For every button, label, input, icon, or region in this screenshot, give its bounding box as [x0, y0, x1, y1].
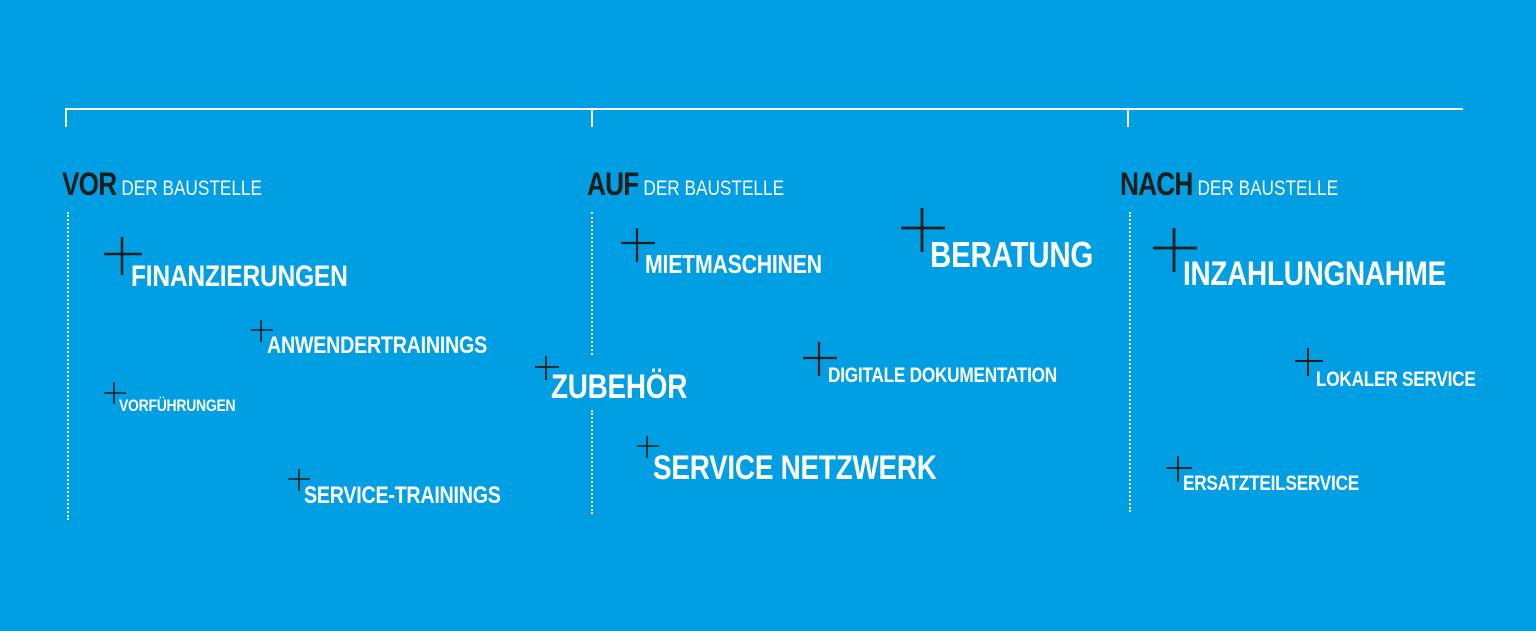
phase-heading-light: DER BAUSTELLE: [643, 177, 785, 200]
phase-heading-strong: VOR: [62, 166, 117, 202]
timeline-tick-auf: [591, 108, 593, 127]
item-digitale-dokumentation: DIGITALE DOKUMENTATION: [828, 364, 1057, 387]
plus-icon: [535, 356, 559, 380]
timeline-tick-vor: [65, 108, 67, 127]
item-anwendertrainings: ANWENDERTRAININGS: [267, 332, 487, 359]
item-vorfuehrungen: VORFÜHRUNGEN: [119, 396, 236, 415]
item-beratung: BERATUNG: [930, 234, 1094, 275]
plus-icon: [637, 436, 659, 458]
column-divider-auf-bottom: [591, 410, 593, 514]
timeline-tick-nach: [1127, 108, 1129, 127]
item-inzahlungnahme: INZAHLUNGNAHME: [1183, 255, 1446, 293]
plus-icon: [1166, 456, 1192, 482]
phase-heading-strong: AUF: [587, 166, 639, 202]
column-divider-vor: [67, 212, 69, 520]
plus-icon: [803, 342, 837, 376]
phase-heading-strong: NACH: [1120, 166, 1193, 202]
plus-icon: [104, 382, 126, 404]
item-zubehoer: ZUBEHÖR: [551, 368, 688, 406]
plus-icon: [104, 237, 142, 275]
item-ersatzteilservice: ERSATZTEILSERVICE: [1183, 472, 1360, 495]
item-finanzierungen: FINANZIERUNGEN: [131, 260, 348, 293]
item-lokaler-service: LOKALER SERVICE: [1316, 368, 1476, 391]
item-service-trainings: SERVICE-TRAININGS: [304, 482, 501, 509]
item-service-netzwerk: SERVICE NETZWERK: [653, 449, 937, 487]
plus-icon: [1295, 348, 1323, 376]
plus-icon: [288, 469, 310, 491]
item-mietmaschinen: MIETMASCHINEN: [645, 249, 822, 279]
phase-heading-light: DER BAUSTELLE: [121, 177, 263, 200]
plus-icon: [901, 208, 945, 252]
column-divider-nach: [1129, 212, 1131, 512]
timeline-line: [66, 108, 1463, 110]
plus-icon: [251, 320, 273, 342]
plus-icon: [1153, 228, 1197, 272]
phase-heading-light: DER BAUSTELLE: [1197, 177, 1339, 200]
column-divider-auf-top: [591, 212, 593, 355]
plus-icon: [621, 228, 655, 262]
